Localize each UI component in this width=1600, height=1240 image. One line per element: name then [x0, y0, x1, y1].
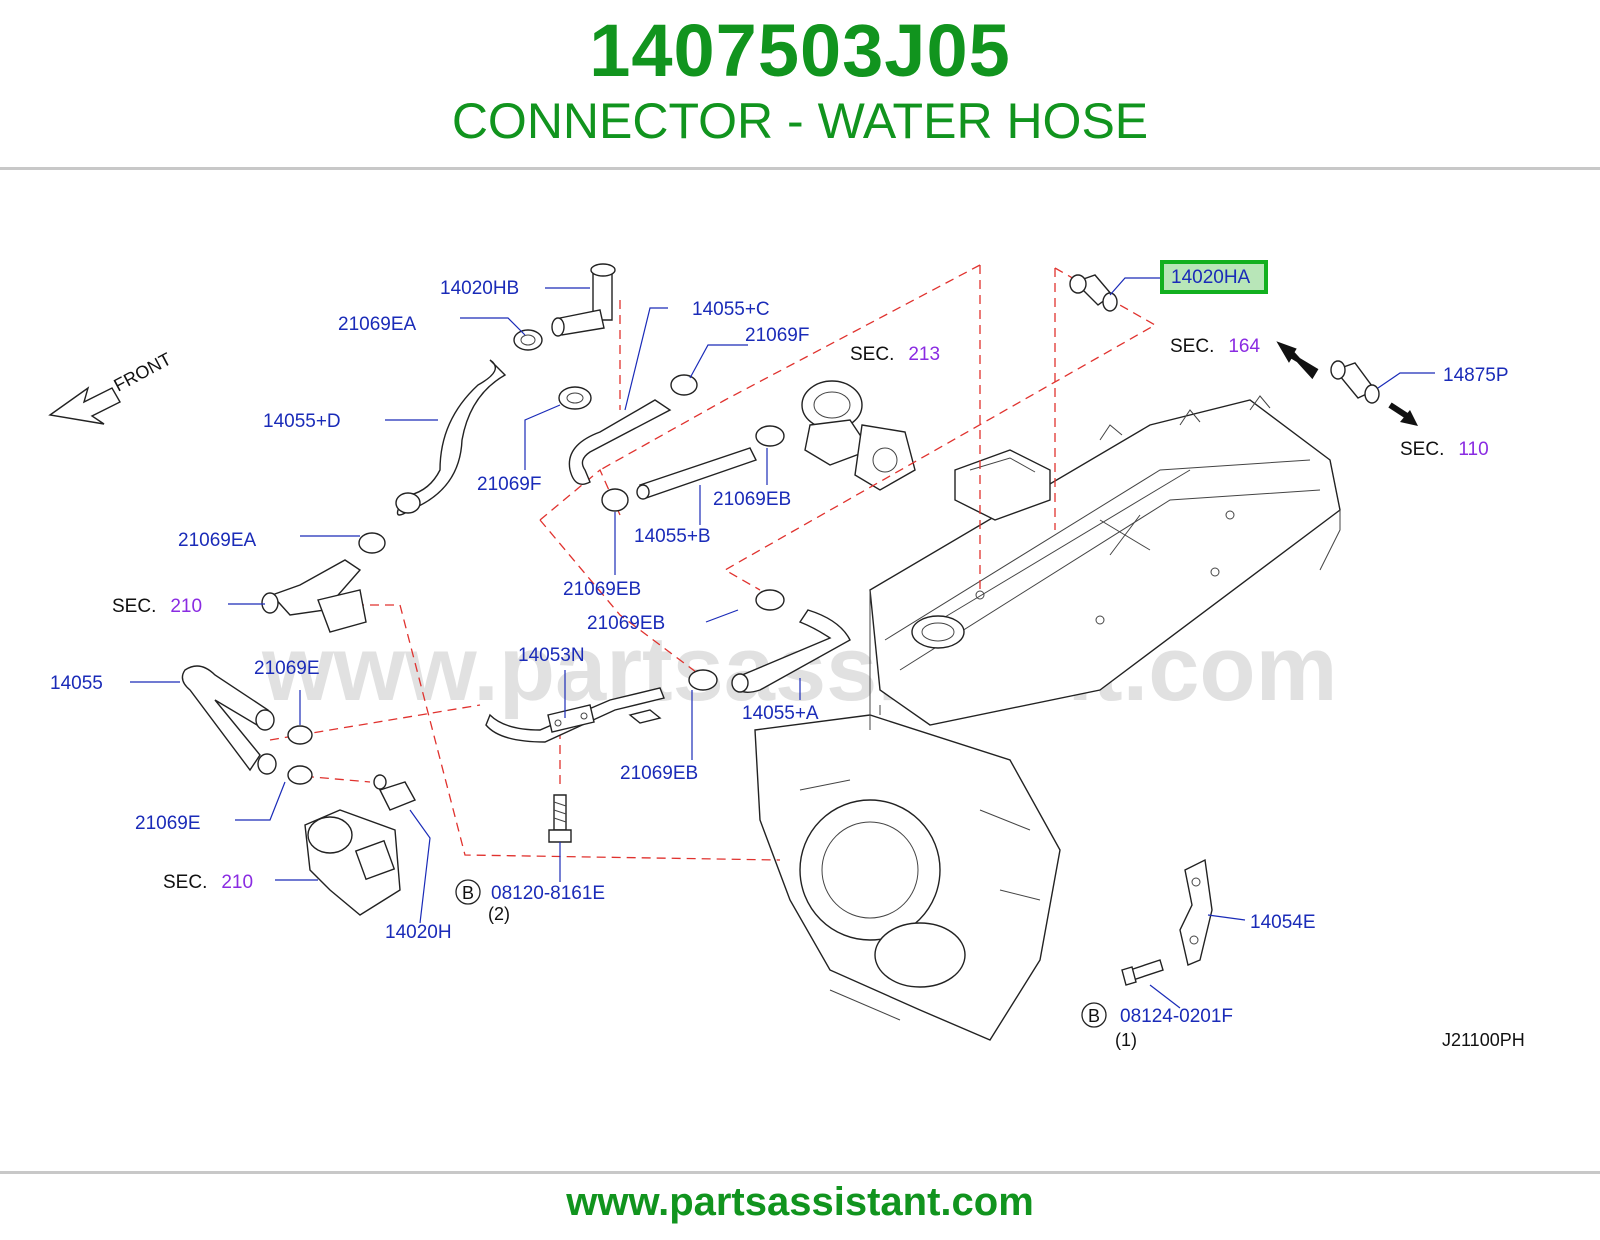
sec-210-upper-reference[interactable]: SEC.210	[112, 596, 202, 617]
footer-website-link[interactable]: www.partsassistant.com	[566, 1180, 1034, 1224]
qty-08120-8161e: (2)	[488, 904, 510, 924]
label-14020ha-highlighted[interactable]: 14020HA	[1171, 267, 1251, 288]
bolt-marker-b-1	[455, 879, 481, 905]
label-21069eb-a[interactable]: 21069EB	[713, 489, 791, 510]
front-arrow-icon	[48, 386, 121, 425]
sec-164-reference[interactable]: SEC.164	[1170, 336, 1260, 357]
label-21069f-top[interactable]: 21069F	[745, 325, 809, 346]
label-14020h[interactable]: 14020H	[385, 922, 452, 943]
label-14055-d[interactable]: 14055+D	[263, 411, 341, 432]
label-08124-0201f[interactable]: 08124-0201F	[1120, 1006, 1233, 1027]
label-14054e[interactable]: 14054E	[1250, 912, 1316, 933]
label-21069eb-b[interactable]: 21069EB	[563, 579, 641, 600]
label-21069eb-d[interactable]: 21069EB	[620, 763, 698, 784]
sec-210-lower-reference[interactable]: SEC.210	[163, 872, 253, 893]
hoses-and-clamps	[181, 263, 1380, 986]
bolt-callouts: B 08120-8161E (2) B 08124-0201F (1)	[455, 879, 1233, 1050]
footer-divider	[0, 1171, 1600, 1174]
section-references: SEC.213 SEC.164 SEC.110 SEC.210 SEC.210	[112, 336, 1489, 893]
label-14055-b[interactable]: 14055+B	[634, 526, 711, 547]
bolt-marker-letter-2: B	[1088, 1006, 1100, 1026]
direction-arrows	[48, 341, 1418, 426]
drawing-code: J21100PH	[1442, 1030, 1525, 1050]
label-21069e-top[interactable]: 21069E	[254, 658, 320, 679]
label-14055[interactable]: 14055	[50, 673, 103, 694]
label-21069f-low[interactable]: 21069F	[477, 474, 541, 495]
parts-diagram: www.partsassistant.com	[48, 260, 1525, 1050]
label-14053n[interactable]: 14053N	[518, 645, 585, 666]
highlight-box-14020ha	[1160, 260, 1268, 294]
front-direction-label: FRONT	[110, 349, 174, 396]
part-labels: 14020HB 21069EA 14055+C 21069F 14055+D 2…	[50, 260, 1525, 1050]
label-14020hb[interactable]: 14020HB	[440, 278, 519, 299]
label-21069ea-low[interactable]: 21069EA	[178, 530, 257, 551]
label-08120-8161e[interactable]: 08120-8161E	[491, 883, 605, 904]
sec-213-reference[interactable]: SEC.213	[850, 344, 940, 365]
bolt-marker-b-2	[1081, 1002, 1107, 1028]
label-21069e-low[interactable]: 21069E	[135, 813, 201, 834]
bolt-08120-8161e[interactable]: B 08120-8161E (2)	[455, 879, 605, 924]
label-21069eb-c[interactable]: 21069EB	[587, 613, 665, 634]
arrow-to-sec-164-icon	[1276, 341, 1319, 380]
part-number-title: 1407503J05	[589, 9, 1011, 92]
header-divider	[0, 167, 1600, 170]
qty-08124-0201f: (1)	[1115, 1030, 1137, 1050]
engine-block-drawing	[754, 380, 1341, 1041]
part-name-subtitle: CONNECTOR - WATER HOSE	[451, 93, 1149, 149]
page-header: 1407503J05 CONNECTOR - WATER HOSE	[0, 0, 1600, 168]
bolt-marker-letter-1: B	[462, 883, 474, 903]
label-14875p[interactable]: 14875P	[1443, 365, 1509, 386]
leader-lines	[130, 277, 1435, 1009]
sec-110-reference[interactable]: SEC.110	[1400, 439, 1489, 460]
label-14055-a[interactable]: 14055+A	[742, 703, 819, 724]
bolt-08124-0201f[interactable]: B 08124-0201F (1)	[1081, 1002, 1233, 1050]
label-21069ea-top[interactable]: 21069EA	[338, 314, 417, 335]
label-14055-c[interactable]: 14055+C	[692, 299, 770, 320]
